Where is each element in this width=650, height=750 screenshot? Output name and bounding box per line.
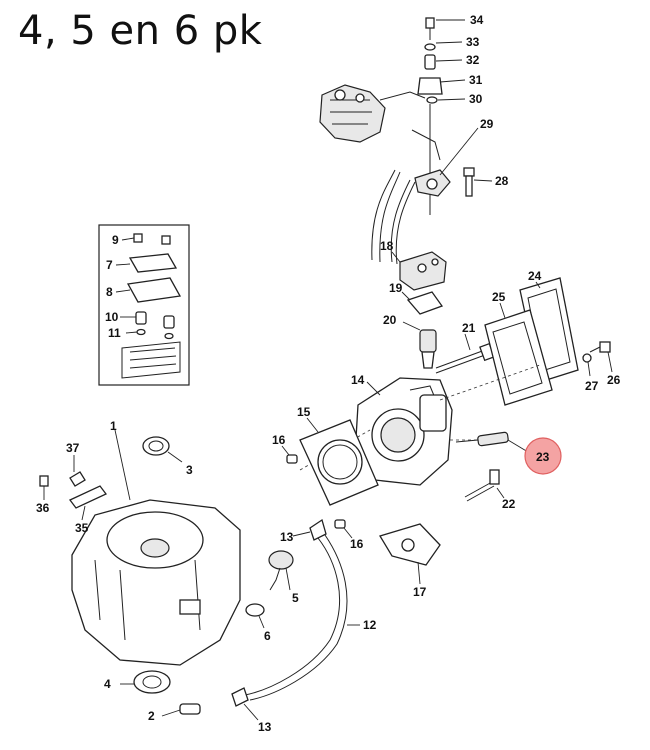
callout-23: 23 bbox=[536, 450, 550, 464]
callout-labels: 34 33 32 31 30 29 28 18 19 20 21 24 25 2… bbox=[36, 13, 621, 734]
plate-35 bbox=[68, 485, 108, 509]
callout-34: 34 bbox=[470, 13, 484, 27]
oil-seal-3 bbox=[142, 436, 170, 456]
callout-31: 31 bbox=[469, 73, 483, 87]
callout-37: 37 bbox=[66, 441, 80, 455]
dowel-pin-16b bbox=[334, 519, 346, 529]
callout-20: 20 bbox=[383, 313, 397, 327]
long-bolt-21 bbox=[435, 342, 495, 374]
cylinder-block bbox=[299, 364, 541, 486]
callout-9: 9 bbox=[112, 233, 119, 247]
callout-30: 30 bbox=[469, 92, 483, 106]
callout-12: 12 bbox=[363, 618, 377, 632]
callout-6: 6 bbox=[264, 629, 271, 643]
bolt-22 bbox=[464, 469, 500, 502]
callout-16b: 16 bbox=[350, 537, 364, 551]
callout-7: 7 bbox=[106, 258, 113, 272]
control-cables bbox=[371, 129, 441, 265]
callout-13b: 13 bbox=[258, 720, 272, 734]
o-ring-6 bbox=[245, 603, 265, 617]
small-gasket bbox=[406, 291, 444, 315]
callout-26: 26 bbox=[607, 373, 621, 387]
callout-19: 19 bbox=[389, 281, 403, 295]
callout-4: 4 bbox=[104, 677, 111, 691]
callout-3: 3 bbox=[186, 463, 193, 477]
callout-36: 36 bbox=[36, 501, 50, 515]
cylinder-gasket bbox=[299, 419, 379, 506]
clip-37 bbox=[69, 471, 86, 487]
callout-5: 5 bbox=[292, 591, 299, 605]
callout-8: 8 bbox=[106, 285, 113, 299]
oil-plug-5 bbox=[268, 550, 294, 591]
lever-bracket bbox=[414, 169, 451, 197]
callout-1: 1 bbox=[110, 419, 117, 433]
callout-21: 21 bbox=[462, 321, 476, 335]
screw-36 bbox=[39, 475, 49, 487]
callout-2: 2 bbox=[148, 709, 155, 723]
hose-clip-13b bbox=[231, 687, 249, 707]
callout-16a: 16 bbox=[272, 433, 286, 447]
callout-24: 24 bbox=[528, 269, 542, 283]
screw-26 bbox=[589, 341, 611, 353]
callout-22: 22 bbox=[502, 497, 516, 511]
inset-box bbox=[98, 224, 190, 386]
sensor-23 bbox=[455, 431, 509, 447]
callout-35: 35 bbox=[75, 521, 89, 535]
callout-13a: 13 bbox=[280, 530, 294, 544]
highlight-marker-23 bbox=[524, 437, 562, 475]
leader-lines bbox=[43, 19, 613, 721]
callout-10: 10 bbox=[105, 310, 119, 324]
callout-17: 17 bbox=[413, 585, 427, 599]
washer-27 bbox=[582, 353, 592, 363]
hose-clip-13a bbox=[309, 518, 327, 541]
carburetor-assembly bbox=[319, 84, 426, 143]
linkage-block bbox=[399, 251, 447, 291]
callout-33: 33 bbox=[466, 35, 480, 49]
callout-32: 32 bbox=[466, 53, 480, 67]
callout-11: 11 bbox=[108, 326, 121, 340]
cover-gasket bbox=[484, 309, 553, 406]
callout-18: 18 bbox=[380, 239, 394, 253]
dowel-pin-16a bbox=[286, 454, 298, 464]
callout-29: 29 bbox=[480, 117, 494, 131]
throttle-shaft-parts bbox=[417, 17, 443, 215]
callout-27: 27 bbox=[585, 379, 599, 393]
diagram-title: 4, 5 en 6 pk bbox=[18, 8, 263, 54]
fitting-2 bbox=[179, 703, 201, 715]
oil-seal-4 bbox=[133, 670, 171, 694]
callout-14: 14 bbox=[351, 373, 365, 387]
callout-28: 28 bbox=[495, 174, 509, 188]
crankcase bbox=[71, 499, 241, 666]
callout-15: 15 bbox=[297, 405, 311, 419]
callout-25: 25 bbox=[492, 290, 506, 304]
bolt-28 bbox=[463, 167, 475, 197]
hose-12 bbox=[244, 534, 348, 701]
thermostat bbox=[419, 329, 437, 369]
